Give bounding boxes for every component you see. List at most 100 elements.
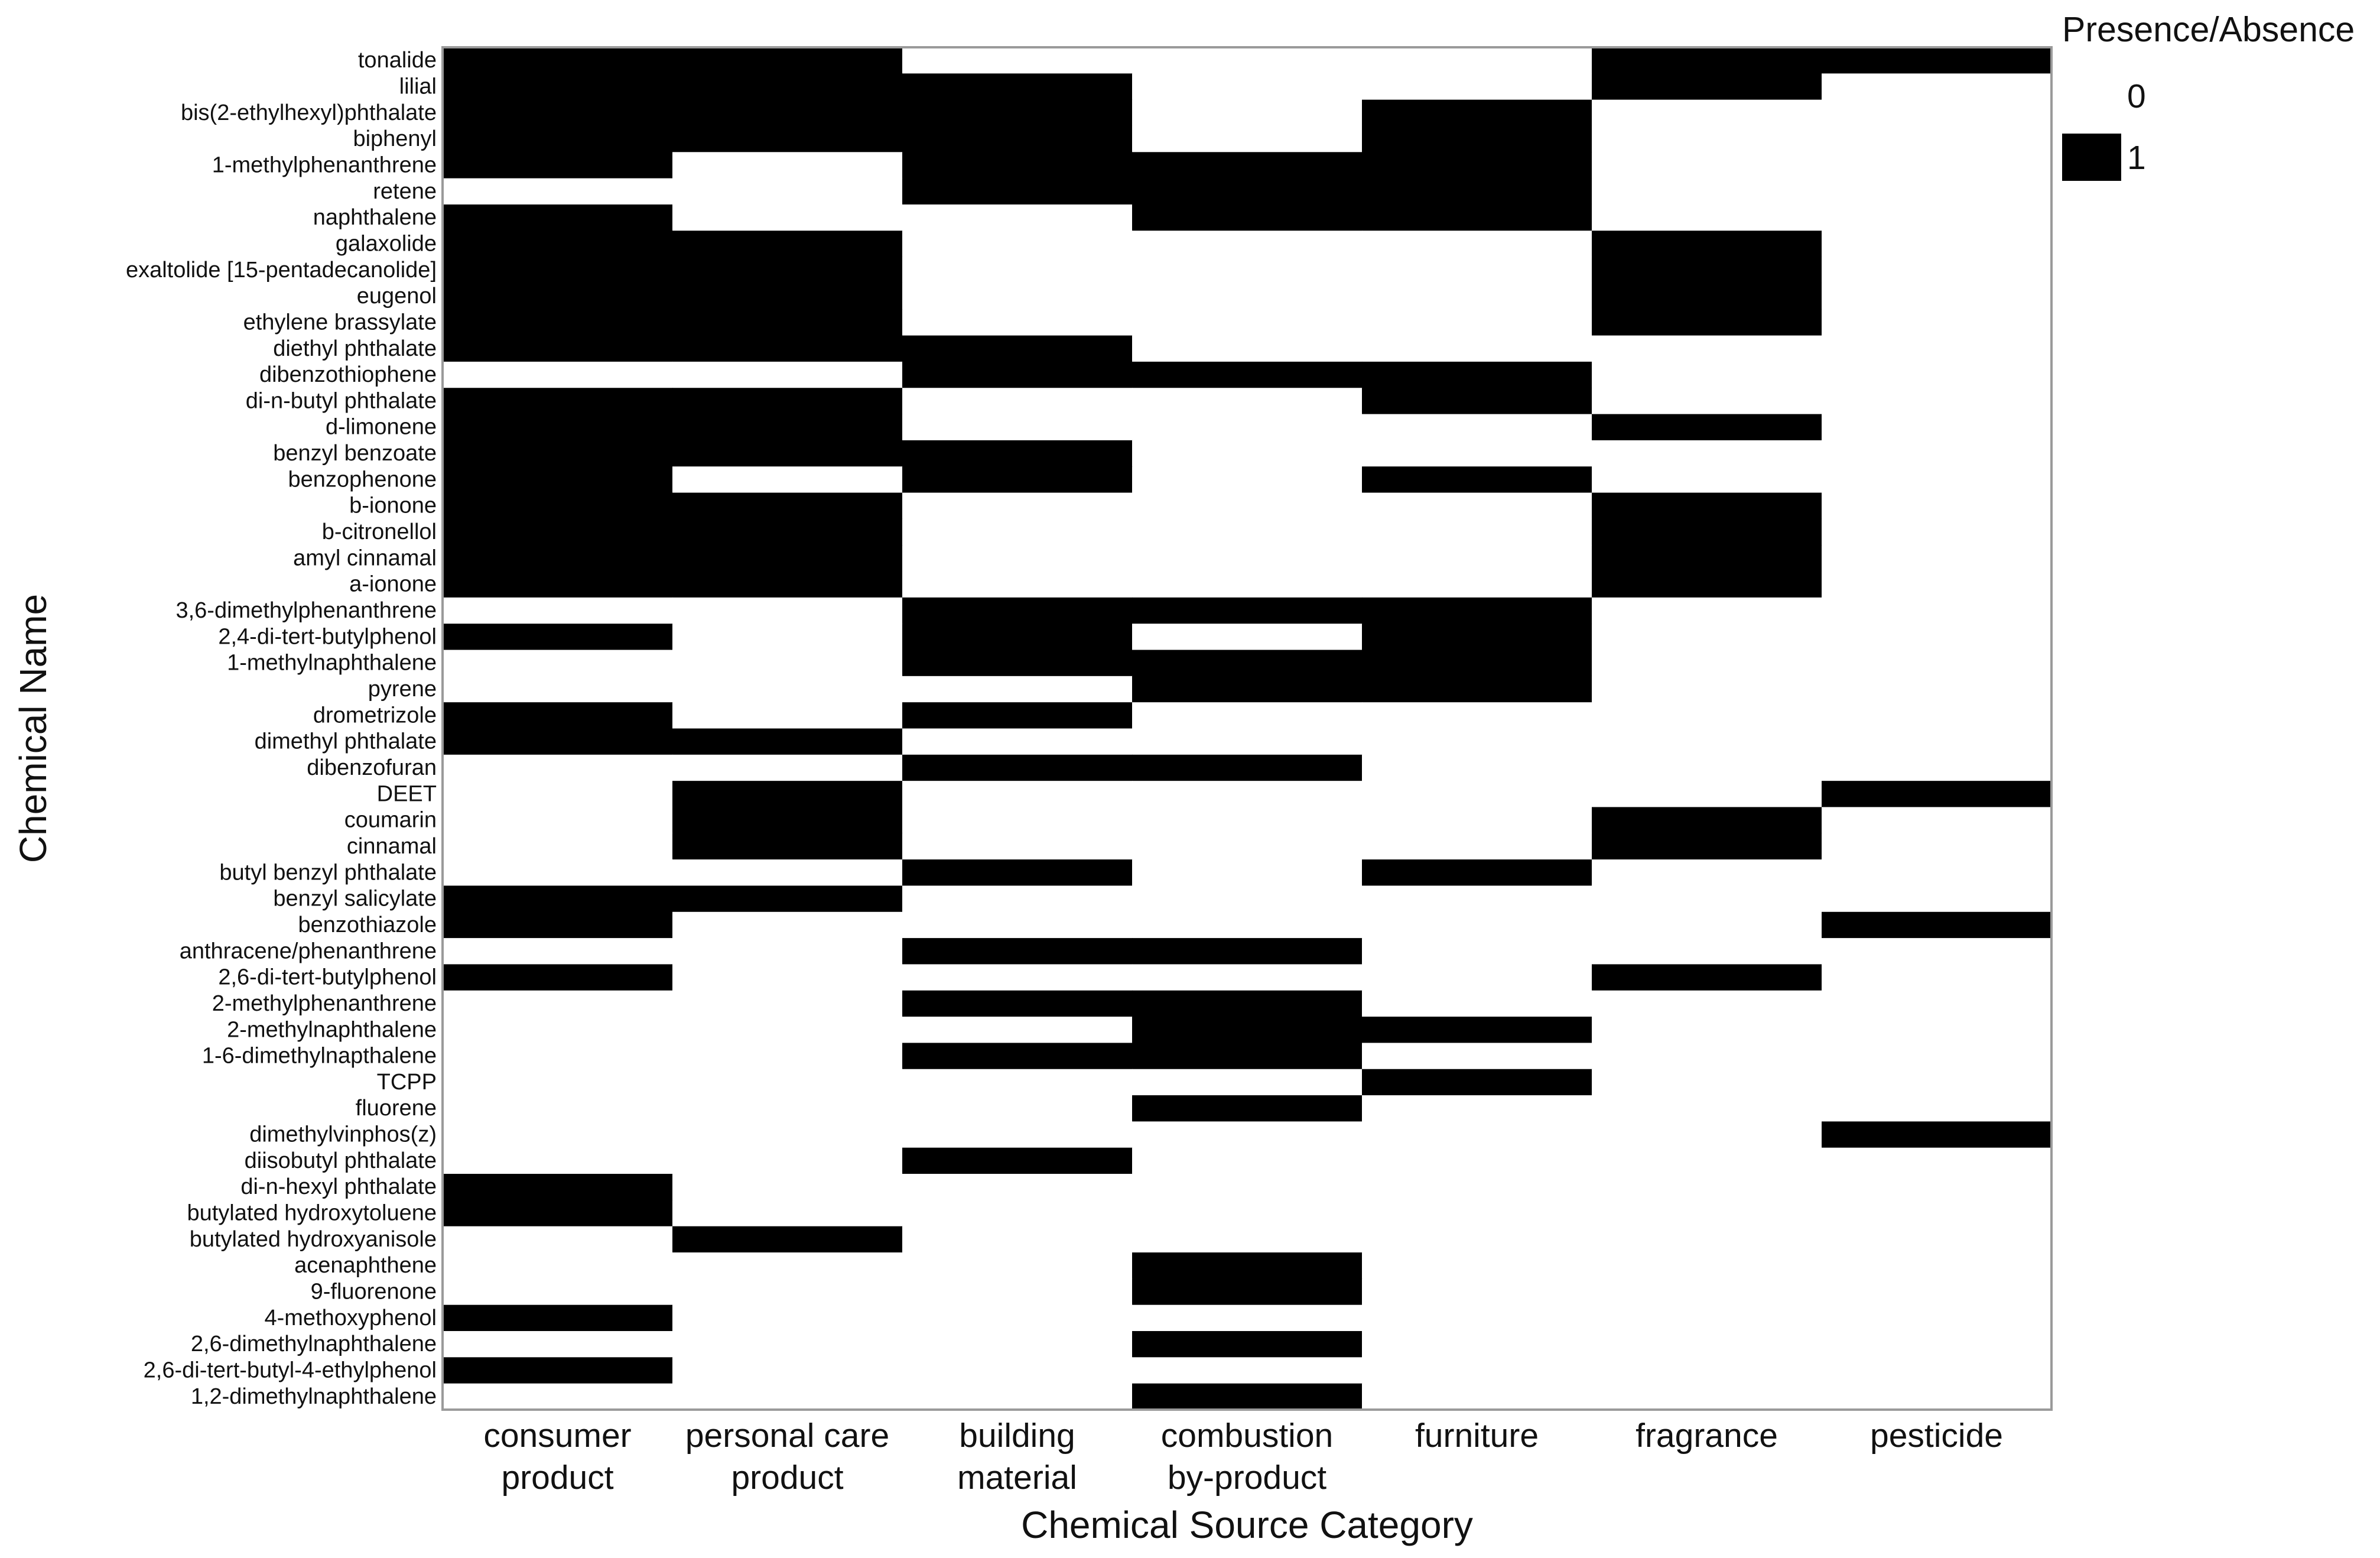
- heatmap-cell: [672, 440, 903, 467]
- heatmap-cell: [1362, 1121, 1592, 1148]
- heatmap-cell: [1132, 624, 1363, 651]
- heatmap-cell: [1822, 1252, 2052, 1279]
- heatmap-cell: [902, 545, 1133, 572]
- heatmap-cell: [1592, 152, 1822, 179]
- heatmap-cell: [902, 833, 1133, 860]
- heatmap-cell: [902, 728, 1133, 755]
- heatmap-cell: [1822, 1095, 2052, 1122]
- heatmap-cell: [902, 938, 1133, 965]
- heatmap-cell: [443, 1383, 673, 1410]
- heatmap-cell: [902, 1252, 1133, 1279]
- heatmap-cell: [1822, 754, 2052, 781]
- heatmap-cell: [672, 99, 903, 126]
- heatmap-cell: [1822, 885, 2052, 913]
- heatmap-cell: [1362, 1043, 1592, 1070]
- heatmap-cell: [672, 518, 903, 546]
- heatmap-cell: [443, 309, 673, 336]
- heatmap-cell: [1822, 911, 2052, 939]
- heatmap-cell: [1822, 1200, 2052, 1227]
- heatmap-cell: [1822, 1043, 2052, 1070]
- heatmap-cell: [902, 1278, 1133, 1306]
- heatmap-cell: [443, 178, 673, 205]
- heatmap-cell: [1592, 1252, 1822, 1279]
- heatmap-cell: [1592, 964, 1822, 991]
- heatmap-cell: [1822, 728, 2052, 755]
- heatmap-cell: [1132, 231, 1363, 258]
- heatmap-cell: [1132, 911, 1363, 939]
- heatmap-cell: [1592, 754, 1822, 781]
- heatmap-cell: [1592, 676, 1822, 703]
- row-label-1-methylphenanthrene: 1-methylphenanthrene: [212, 152, 437, 177]
- heatmap-cell: [1362, 1304, 1592, 1332]
- heatmap-cell: [1822, 414, 2052, 441]
- heatmap-cell: [1362, 833, 1592, 860]
- heatmap-cell: [1132, 1121, 1363, 1148]
- heatmap-cell: [1822, 99, 2052, 126]
- heatmap-cell: [1822, 440, 2052, 467]
- heatmap-cell: [672, 1252, 903, 1279]
- heatmap-cell: [672, 1357, 903, 1384]
- heatmap-cell: [1362, 47, 1592, 74]
- heatmap-cell: [902, 1331, 1133, 1358]
- heatmap-cell: [1592, 257, 1822, 284]
- heatmap-cell: [672, 1017, 903, 1044]
- heatmap-cell: [1132, 754, 1363, 781]
- row-label-coumarin: coumarin: [344, 808, 437, 833]
- heatmap-cell: [1362, 571, 1592, 598]
- heatmap-cell: [443, 833, 673, 860]
- legend-title: Presence/Absence: [2062, 10, 2355, 49]
- legend-key-0: [2062, 72, 2121, 119]
- legend: Presence/Absence 0 1: [2062, 10, 2355, 181]
- heatmap-cell: [1592, 518, 1822, 546]
- heatmap-cell: [672, 1095, 903, 1122]
- heatmap-cell: [1592, 1226, 1822, 1253]
- heatmap-cell: [672, 257, 903, 284]
- heatmap-cell: [672, 571, 903, 598]
- heatmap-cell: [902, 47, 1133, 74]
- heatmap-cell: [1592, 440, 1822, 467]
- heatmap-cell: [1592, 1174, 1822, 1200]
- heatmap-cell: [1362, 650, 1592, 677]
- row-label-di-n-hexyl-phthalate: di-n-hexyl phthalate: [240, 1174, 437, 1199]
- heatmap-cell: [672, 204, 903, 231]
- heatmap-cell: [443, 676, 673, 703]
- heatmap-cell: [902, 1383, 1133, 1410]
- heatmap-cell: [443, 807, 673, 834]
- heatmap-cell: [1822, 1017, 2052, 1044]
- heatmap-cell: [1132, 728, 1363, 755]
- heatmap-cell: [1362, 99, 1592, 126]
- heatmap-cell: [672, 414, 903, 441]
- heatmap-cell: [1132, 833, 1363, 860]
- heatmap-cell: [1132, 335, 1363, 362]
- heatmap-cell: [902, 231, 1133, 258]
- heatmap-cell: [902, 781, 1133, 808]
- heatmap-cell: [902, 388, 1133, 415]
- column-label-pesticide: pesticide: [1870, 1417, 2003, 1455]
- heatmap-cell: [902, 571, 1133, 598]
- heatmap-cell: [1592, 859, 1822, 887]
- heatmap-cell: [902, 650, 1133, 677]
- row-label-9-fluorenone: 9-fluorenone: [311, 1280, 437, 1304]
- heatmap-cell: [1592, 833, 1822, 860]
- heatmap-cell: [1592, 73, 1822, 100]
- heatmap-cell: [672, 361, 903, 388]
- heatmap-cell: [443, 1331, 673, 1358]
- heatmap-cell: [1362, 1095, 1592, 1122]
- heatmap-cell: [1132, 1357, 1363, 1384]
- heatmap-cell: [1132, 204, 1363, 231]
- row-label-2-4-di-tert-butylphenol: 2,4-di-tert-butylphenol: [218, 624, 437, 649]
- heatmap-cell: [1362, 440, 1592, 467]
- heatmap-cell: [1132, 152, 1363, 179]
- heatmap-cell: [1362, 466, 1592, 494]
- heatmap-cell: [1592, 99, 1822, 126]
- heatmap-cell: [1362, 1017, 1592, 1044]
- heatmap-cell: [902, 309, 1133, 336]
- heatmap-cell: [1592, 545, 1822, 572]
- heatmap-cell: [1362, 545, 1592, 572]
- heatmap-cell: [1822, 1174, 2052, 1200]
- heatmap-cell: [1822, 990, 2052, 1017]
- row-label-drometrizole: drometrizole: [313, 703, 437, 728]
- heatmap-cell: [1362, 309, 1592, 336]
- heatmap-cell: [902, 178, 1133, 205]
- heatmap-cell: [443, 754, 673, 781]
